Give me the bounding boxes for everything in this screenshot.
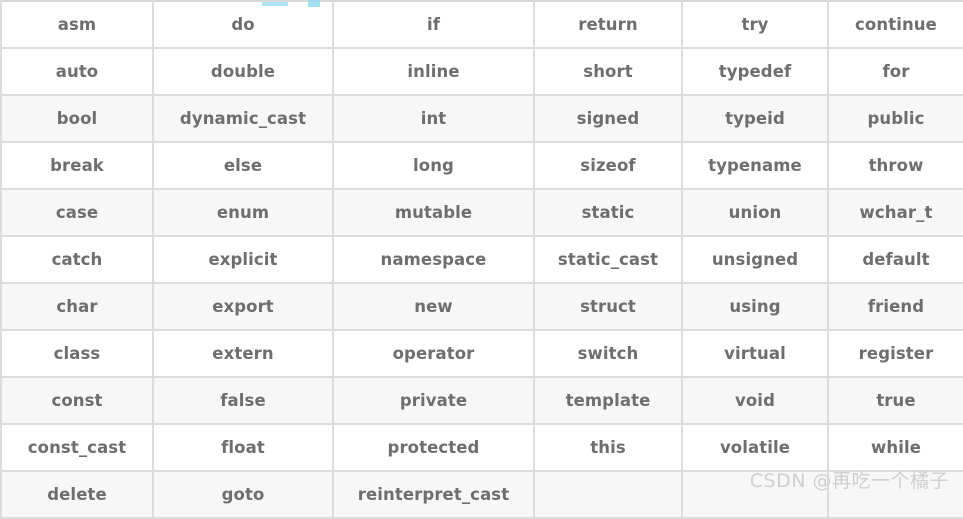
keyword-cell: if — [333, 1, 535, 49]
table-row: asm do if return try continue — [0, 1, 963, 49]
keyword-cell: explicit — [153, 236, 334, 284]
keyword-cell: long — [333, 142, 535, 190]
keyword-cell: else — [153, 142, 334, 190]
keyword-cell: case — [0, 189, 154, 237]
table-row: break else long sizeof typename throw — [0, 142, 963, 190]
keyword-cell: double — [153, 48, 334, 96]
keyword-cell: switch — [534, 330, 683, 378]
keyword-cell: asm — [0, 1, 154, 49]
keyword-cell: new — [333, 283, 535, 331]
keyword-cell: try — [682, 1, 829, 49]
keyword-cell: delete — [0, 471, 154, 519]
keyword-cell: struct — [534, 283, 683, 331]
keyword-cell: this — [534, 424, 683, 472]
keyword-cell: public — [828, 95, 963, 143]
keyword-cell: operator — [333, 330, 535, 378]
keyword-cell: inline — [333, 48, 535, 96]
keyword-cell: typeid — [682, 95, 829, 143]
keyword-cell: goto — [153, 471, 334, 519]
keyword-cell: signed — [534, 95, 683, 143]
keyword-cell: auto — [0, 48, 154, 96]
keyword-cell: namespace — [333, 236, 535, 284]
keyword-cell: for — [828, 48, 963, 96]
table-row: char export new struct using friend — [0, 283, 963, 331]
keyword-cell: unsigned — [682, 236, 829, 284]
keyword-cell: reinterpret_cast — [333, 471, 535, 519]
keyword-cell: break — [0, 142, 154, 190]
keyword-cell: do — [153, 1, 334, 49]
keyword-cell: typename — [682, 142, 829, 190]
keyword-cell-empty — [534, 471, 683, 519]
keyword-cell: class — [0, 330, 154, 378]
keyword-cell: void — [682, 377, 829, 425]
keyword-cell: protected — [333, 424, 535, 472]
keyword-cell: true — [828, 377, 963, 425]
keyword-cell: register — [828, 330, 963, 378]
keyword-cell: virtual — [682, 330, 829, 378]
keyword-cell: char — [0, 283, 154, 331]
table-row: case enum mutable static union wchar_t — [0, 189, 963, 237]
table-row: catch explicit namespace static_cast uns… — [0, 236, 963, 284]
keyword-cell: static_cast — [534, 236, 683, 284]
keyword-cell: bool — [0, 95, 154, 143]
keyword-cell: float — [153, 424, 334, 472]
keyword-cell: static — [534, 189, 683, 237]
keyword-cell: volatile — [682, 424, 829, 472]
keyword-cell: using — [682, 283, 829, 331]
keyword-cell-empty — [828, 471, 963, 519]
keyword-cell: template — [534, 377, 683, 425]
keyword-cell: enum — [153, 189, 334, 237]
keyword-cell: int — [333, 95, 535, 143]
table-row: const false private template void true — [0, 377, 963, 425]
keyword-cell: private — [333, 377, 535, 425]
keyword-cell: const — [0, 377, 154, 425]
keyword-cell: catch — [0, 236, 154, 284]
keyword-cell: union — [682, 189, 829, 237]
keyword-cell: friend — [828, 283, 963, 331]
keyword-cell: const_cast — [0, 424, 154, 472]
table-row: delete goto reinterpret_cast — [0, 471, 963, 519]
keyword-cell-empty — [682, 471, 829, 519]
keyword-cell: export — [153, 283, 334, 331]
keyword-cell: extern — [153, 330, 334, 378]
table-row: auto double inline short typedef for — [0, 48, 963, 96]
keyword-cell: while — [828, 424, 963, 472]
keyword-cell: dynamic_cast — [153, 95, 334, 143]
keyword-cell: wchar_t — [828, 189, 963, 237]
table-row: class extern operator switch virtual reg… — [0, 330, 963, 378]
table-row: bool dynamic_cast int signed typeid publ… — [0, 95, 963, 143]
table-row: const_cast float protected this volatile… — [0, 424, 963, 472]
keyword-cell: typedef — [682, 48, 829, 96]
keyword-cell: default — [828, 236, 963, 284]
keyword-cell: mutable — [333, 189, 535, 237]
keyword-cell: throw — [828, 142, 963, 190]
keyword-cell: sizeof — [534, 142, 683, 190]
keyword-cell: return — [534, 1, 683, 49]
keyword-cell: continue — [828, 1, 963, 49]
keyword-cell: false — [153, 377, 334, 425]
keyword-cell: short — [534, 48, 683, 96]
